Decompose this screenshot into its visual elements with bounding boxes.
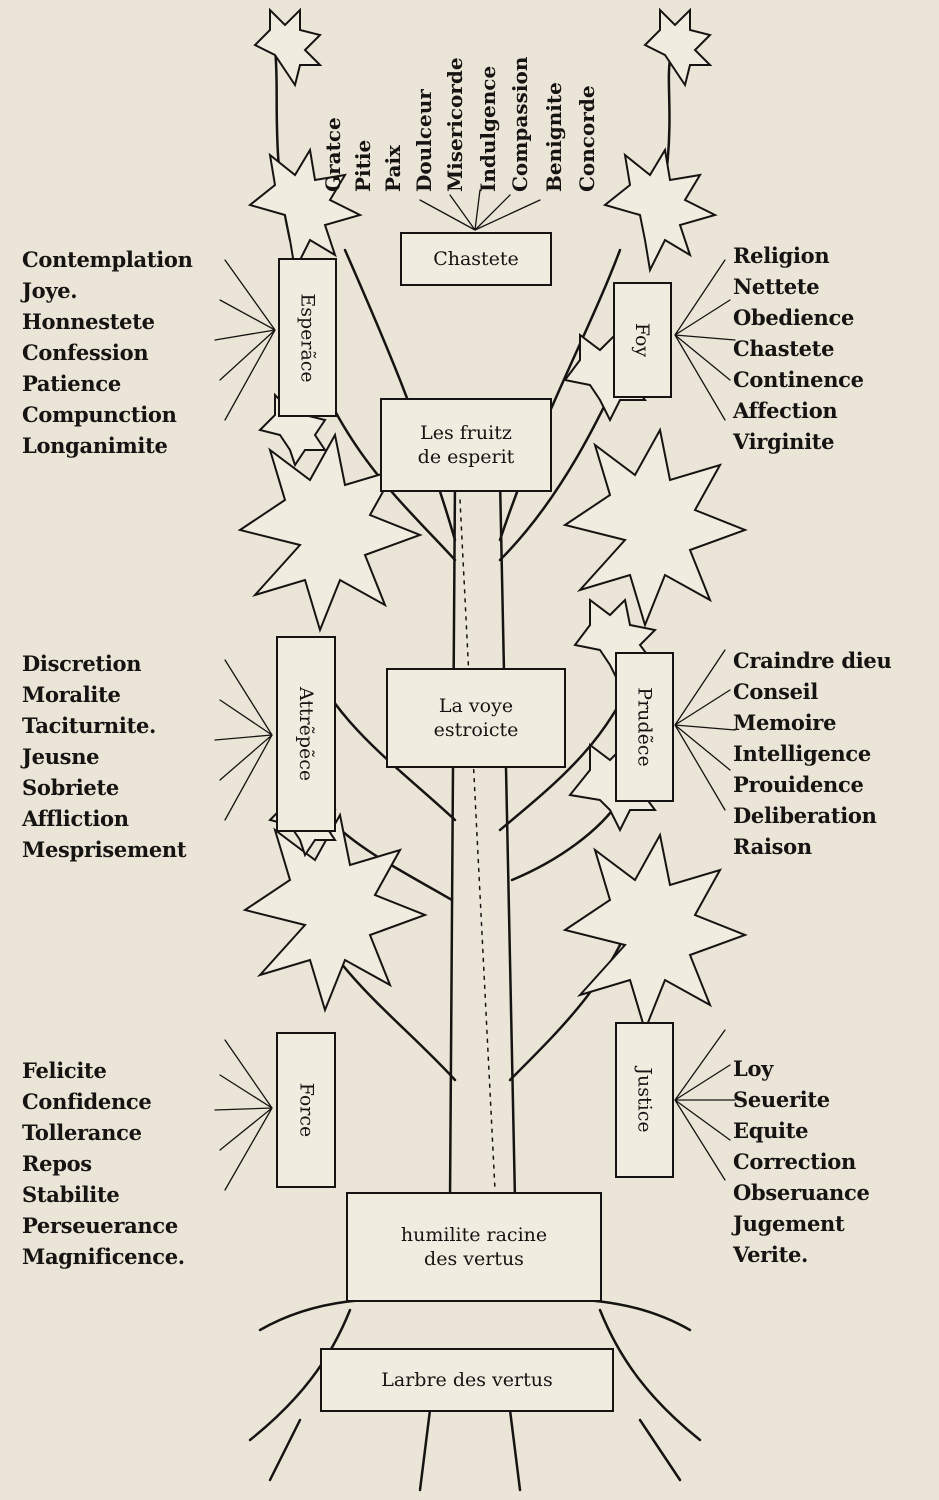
virtue: Deliberation xyxy=(733,803,877,828)
banner-esperance: Esperãce xyxy=(278,258,337,417)
virtue: Affliction xyxy=(22,806,129,831)
virtue: Religion xyxy=(733,243,830,268)
top-word: Concorde xyxy=(575,85,599,192)
flower xyxy=(258,392,327,468)
virtue: Loy xyxy=(733,1056,774,1081)
top-word: Misericorde xyxy=(443,57,467,192)
banner-label: humilite racine xyxy=(400,1224,548,1246)
banner-label: estroicte xyxy=(433,719,519,741)
top-word: Doulceur xyxy=(412,89,436,192)
banner-prudence: Prudẽce xyxy=(615,652,674,802)
virtue: Correction xyxy=(733,1149,856,1174)
virtue: Confidence xyxy=(22,1089,152,1114)
flower xyxy=(247,147,363,274)
virtue: Equite xyxy=(733,1118,809,1143)
banner-label: Esperãce xyxy=(296,292,319,383)
virtue: Sobriete xyxy=(22,775,119,800)
virtue: Magnificence. xyxy=(22,1244,185,1269)
virtue: Obedience xyxy=(733,305,855,330)
virtue: Craindre dieu xyxy=(733,648,892,673)
virtue: Perseuerance xyxy=(22,1213,178,1238)
banner-justice: Justice xyxy=(615,1022,674,1178)
virtue: Intelligence xyxy=(733,741,871,766)
virtue: Taciturnite. xyxy=(22,713,157,738)
virtue: Moralite xyxy=(22,682,121,707)
banner-foy: Foy xyxy=(613,282,672,398)
virtue: Verite. xyxy=(733,1242,809,1267)
virtue: Joye. xyxy=(22,278,78,303)
banner-attrempance: Attrẽpẽce xyxy=(276,636,336,832)
virtue: Prouidence xyxy=(733,772,864,797)
banner-label: de esperit xyxy=(417,446,515,468)
flower xyxy=(253,7,323,88)
virtue: Discretion xyxy=(22,651,142,676)
virtue: Repos xyxy=(22,1151,92,1176)
virtue: Conseil xyxy=(733,679,819,704)
banner-label: Attrẽpẽce xyxy=(295,686,317,782)
flower xyxy=(602,147,718,274)
top-word: Pitie xyxy=(351,139,375,192)
virtue: Raison xyxy=(733,834,812,859)
flower xyxy=(242,812,428,1014)
rays xyxy=(214,189,736,1191)
virtue: Confession xyxy=(22,340,149,365)
virtue: Longanimite xyxy=(22,433,168,458)
flower xyxy=(562,832,748,1034)
virtue: Virginite xyxy=(733,429,835,454)
virtue: Jugement xyxy=(733,1211,845,1236)
virtue: Seuerite xyxy=(733,1087,830,1112)
banner-label: Justice xyxy=(633,1067,656,1133)
top-word: Compassion xyxy=(508,56,532,192)
banner-label: La voye xyxy=(438,695,514,717)
banner-label: Les fruitz xyxy=(420,422,512,444)
top-word: Paix xyxy=(381,145,405,192)
virtue: Compunction xyxy=(22,402,177,427)
banner-label: Prudẽce xyxy=(633,687,656,767)
virtue: Jeusne xyxy=(22,744,100,769)
banner-chastete: Chastete xyxy=(400,232,552,286)
banner-label: des vertus xyxy=(424,1248,524,1270)
virtue: Chastete xyxy=(733,336,835,361)
virtue: Patience xyxy=(22,371,121,396)
virtue: Stabilite xyxy=(22,1182,120,1207)
banner-arbre: Larbre des vertus xyxy=(320,1348,614,1412)
flower xyxy=(643,7,713,88)
top-word: Benignite xyxy=(542,82,566,192)
banner-label: Larbre des vertus xyxy=(381,1369,553,1391)
banner-label: Chastete xyxy=(433,248,519,270)
banner-force: Force xyxy=(276,1032,336,1188)
flower xyxy=(237,432,423,634)
virtue: Mesprisement xyxy=(22,837,187,862)
banner-label: Force xyxy=(295,1082,317,1138)
flowers xyxy=(237,7,748,1034)
top-word: Indulgence xyxy=(476,65,500,192)
top-word: Gratce xyxy=(321,117,345,192)
virtue: Contemplation xyxy=(22,247,193,272)
trunk xyxy=(448,478,517,1202)
virtue: Continence xyxy=(733,367,864,392)
virtue: Honnestete xyxy=(22,309,155,334)
virtue: Felicite xyxy=(22,1058,107,1083)
virtue: Memoire xyxy=(733,710,837,735)
banner-label: Foy xyxy=(631,322,654,358)
virtue: Affection xyxy=(733,398,838,423)
flower xyxy=(562,427,748,629)
virtue: Tollerance xyxy=(22,1120,142,1145)
virtue: Nettete xyxy=(733,274,820,299)
virtue: Obseruance xyxy=(733,1180,870,1205)
